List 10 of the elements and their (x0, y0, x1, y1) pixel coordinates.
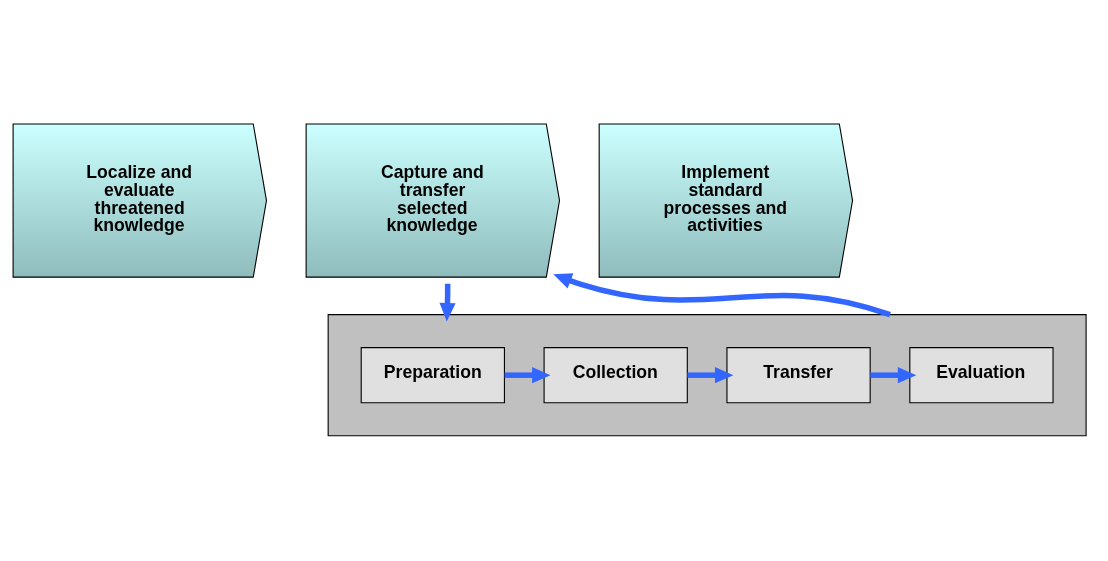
arrow (870, 366, 917, 383)
cluster (327, 313, 1087, 436)
arrow (687, 366, 734, 383)
node-box: Evaluation (909, 346, 1054, 403)
node-box: Preparation (360, 346, 505, 403)
node-box: Collection (543, 346, 688, 403)
arrow (553, 272, 891, 317)
arrow (439, 283, 456, 321)
node-box: Transfer (726, 346, 871, 403)
arrow (504, 366, 551, 383)
